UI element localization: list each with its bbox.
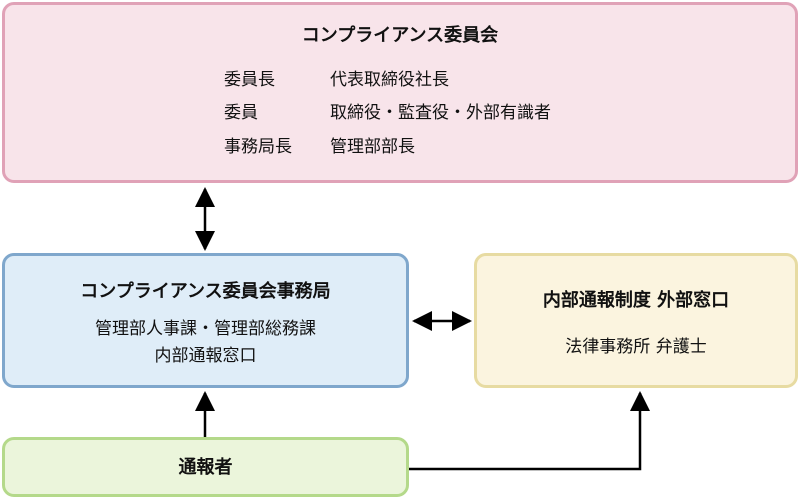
member-name: 管理部部長 [330, 137, 415, 157]
member-name: 代表取締役社長 [330, 70, 449, 90]
compliance-committee-box: コンプライアンス委員会 委員長 代表取締役社長 委員 取締役・監査役・外部有識者… [2, 2, 798, 183]
secretariat-line: 管理部人事課・管理部総務課 [95, 319, 316, 339]
member-role: 委員 [224, 103, 258, 123]
reporter-external-arrow [409, 391, 650, 471]
external-whistleblowing-box: 内部通報制度 外部窓口 法律事務所 弁護士 [474, 253, 798, 388]
member-name: 取締役・監査役・外部有識者 [330, 103, 551, 123]
reporter-box: 通報者 [2, 437, 409, 497]
member-role: 委員長 [224, 70, 275, 90]
secretariat-line: 内部通報窓口 [154, 346, 257, 366]
committee-title: コンプライアンス委員会 [301, 25, 499, 46]
external-title: 内部通報制度 外部窓口 [542, 290, 730, 311]
secretariat-title: コンプライアンス委員会事務局 [80, 281, 331, 302]
committee-secretariat-box: コンプライアンス委員会事務局 管理部人事課・管理部総務課 内部通報窓口 [2, 253, 409, 388]
member-role: 事務局長 [224, 137, 292, 157]
external-line: 法律事務所 弁護士 [565, 337, 707, 357]
reporter-title: 通報者 [178, 457, 233, 478]
